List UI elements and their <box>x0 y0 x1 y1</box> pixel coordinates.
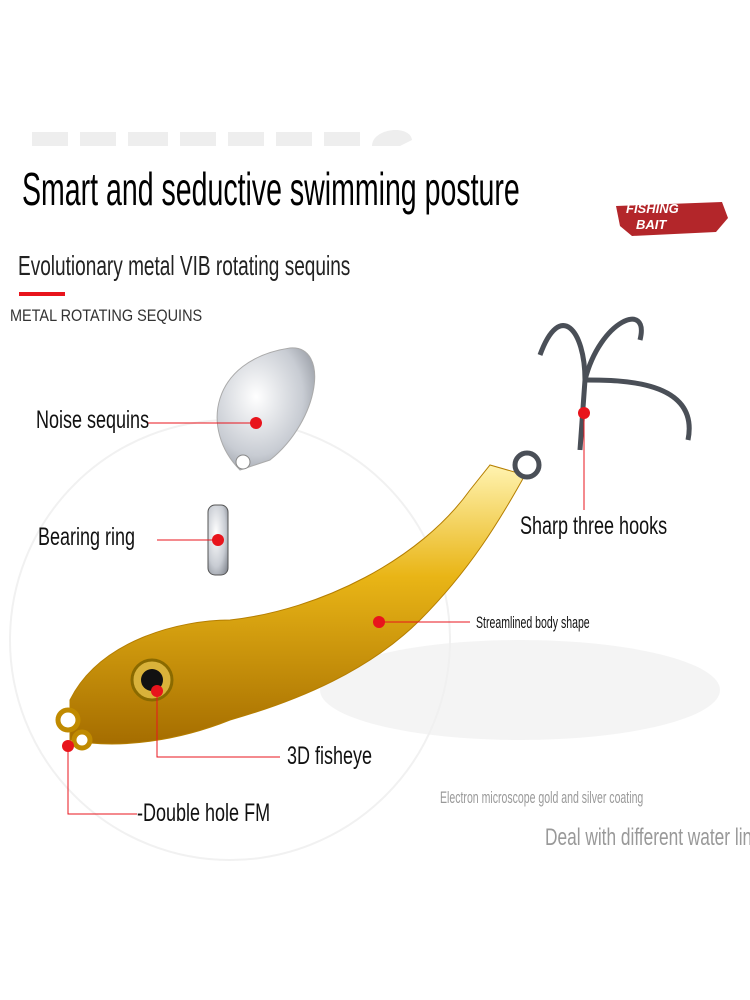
accent-bar <box>19 292 65 296</box>
label-fisheye: 3D fisheye <box>287 742 373 770</box>
background-watermark <box>32 129 412 146</box>
callout-dots <box>62 407 590 752</box>
water-note: Deal with different water lines <box>545 824 750 851</box>
coating-note: Electron microscope gold and silver coat… <box>440 788 644 807</box>
callout-lines <box>67 413 585 815</box>
sequin-blade <box>216 347 316 471</box>
subtitle: Evolutionary metal VIB rotating sequins <box>18 250 351 281</box>
logo-text-2: BAIT <box>636 217 667 232</box>
fishing-bait-logo: FISHING BAIT <box>612 198 730 238</box>
shadow <box>320 640 720 740</box>
label-noise-sequins: Noise sequins <box>36 406 150 434</box>
logo-text-1: FISHING <box>626 201 679 216</box>
lure-body <box>69 464 526 745</box>
label-bearing-ring: Bearing ring <box>38 523 136 551</box>
label-double-hole: -Double hole FM <box>137 799 271 827</box>
treble-hook <box>512 316 692 480</box>
label-body-shape: Streamlined body shape <box>476 613 590 632</box>
label-sharp-hooks: Sharp three hooks <box>520 512 668 540</box>
caption: METAL ROTATING SEQUINS <box>10 306 203 325</box>
page-title: Smart and seductive swimming posture <box>22 163 520 215</box>
